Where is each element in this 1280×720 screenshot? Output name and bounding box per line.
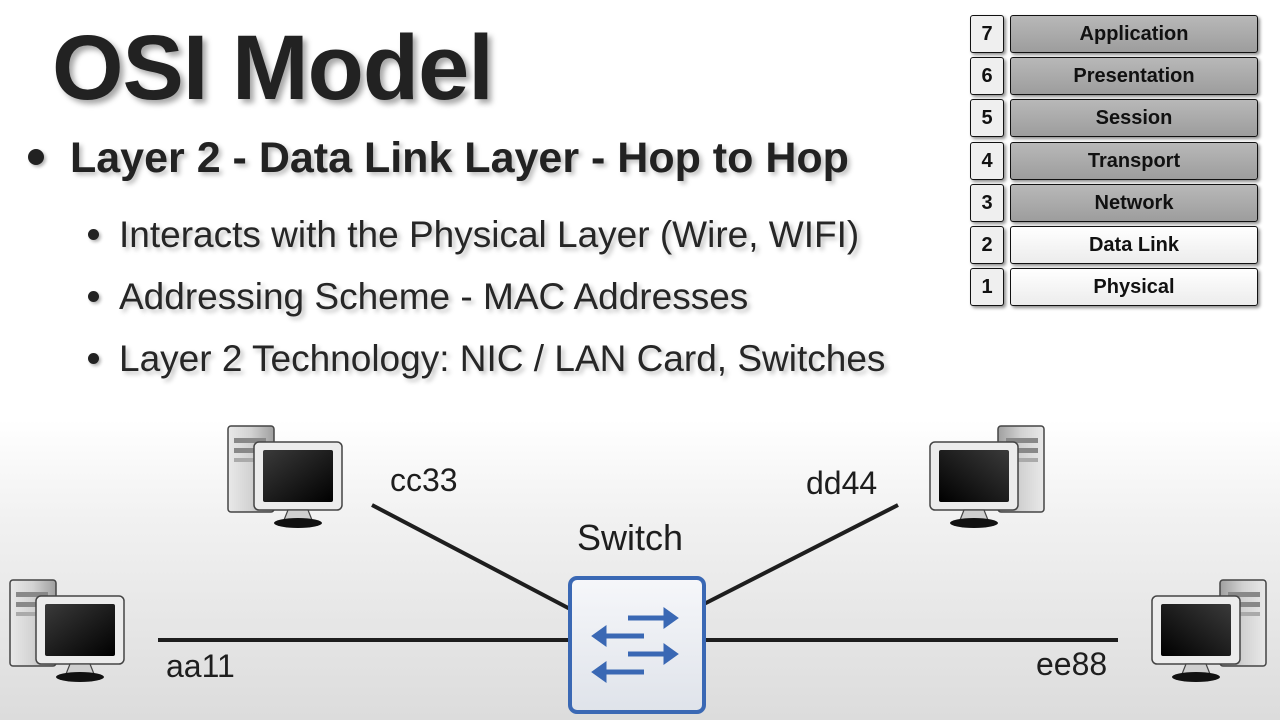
osi-layer-name: Physical [1010,268,1258,307]
computer-dd44-icon [929,425,1045,529]
osi-layer-name: Presentation [1010,57,1258,96]
sub-bullet: Addressing Scheme - MAC Addresses [88,276,748,318]
osi-layer-number: 5 [970,99,1004,138]
osi-layer-row: 5 Session [970,99,1258,138]
osi-layer-row: 3 Network [970,183,1258,222]
bullet-dot [28,148,44,165]
bullet-dot [88,290,99,302]
osi-layer-name: Data Link [1010,225,1258,264]
osi-layer-number: 2 [970,225,1004,264]
osi-layer-row: 7 Application [970,15,1258,53]
osi-layer-number: 7 [970,15,1004,53]
computer-cc33-icon [227,425,343,529]
bullet-dot [88,228,99,240]
osi-layer-name: Session [1010,99,1258,138]
osi-layer-row: 6 Presentation [970,57,1258,96]
host-label-ee88: ee88 [1036,646,1108,682]
link-dd44 [701,503,899,607]
heading-text: Layer 2 - Data Link Layer - Hop to Hop [70,134,849,182]
osi-layer-name: Application [1010,15,1258,53]
bullet-dot [88,352,99,364]
osi-layer-number: 1 [970,268,1004,307]
osi-layer-number: 4 [970,141,1004,180]
host-label-aa11: aa11 [166,648,235,684]
computer-aa11-icon [9,579,125,683]
osi-layer-number: 3 [970,183,1004,222]
computer-ee88-icon [1151,579,1267,683]
sub-bullet-text: Interacts with the Physical Layer (Wire,… [119,214,860,255]
host-label-dd44: dd44 [806,465,878,501]
switch-icon [568,576,706,714]
slide-title: OSI Model [52,17,494,119]
osi-layer-number: 6 [970,57,1004,96]
sub-bullet-text: Layer 2 Technology: NIC / LAN Card, Swit… [119,338,886,379]
osi-layer-name: Network [1010,183,1258,222]
sub-bullet: Interacts with the Physical Layer (Wire,… [88,214,859,256]
sub-bullet: Layer 2 Technology: NIC / LAN Card, Swit… [88,338,885,380]
osi-layer-row: 4 Transport [970,141,1258,180]
osi-layer-stack: 7 Application 6 Presentation 5 Session 4… [970,15,1258,310]
heading-bullet: Layer 2 - Data Link Layer - Hop to Hop [28,134,849,183]
osi-layer-name: Transport [1010,141,1258,180]
osi-layer-row: 1 Physical [970,268,1258,307]
link-cc33 [371,503,573,612]
osi-layer-row: 2 Data Link [970,225,1258,264]
host-label-cc33: cc33 [390,462,458,498]
sub-bullet-text: Addressing Scheme - MAC Addresses [119,276,749,317]
switch-label: Switch [577,517,684,558]
